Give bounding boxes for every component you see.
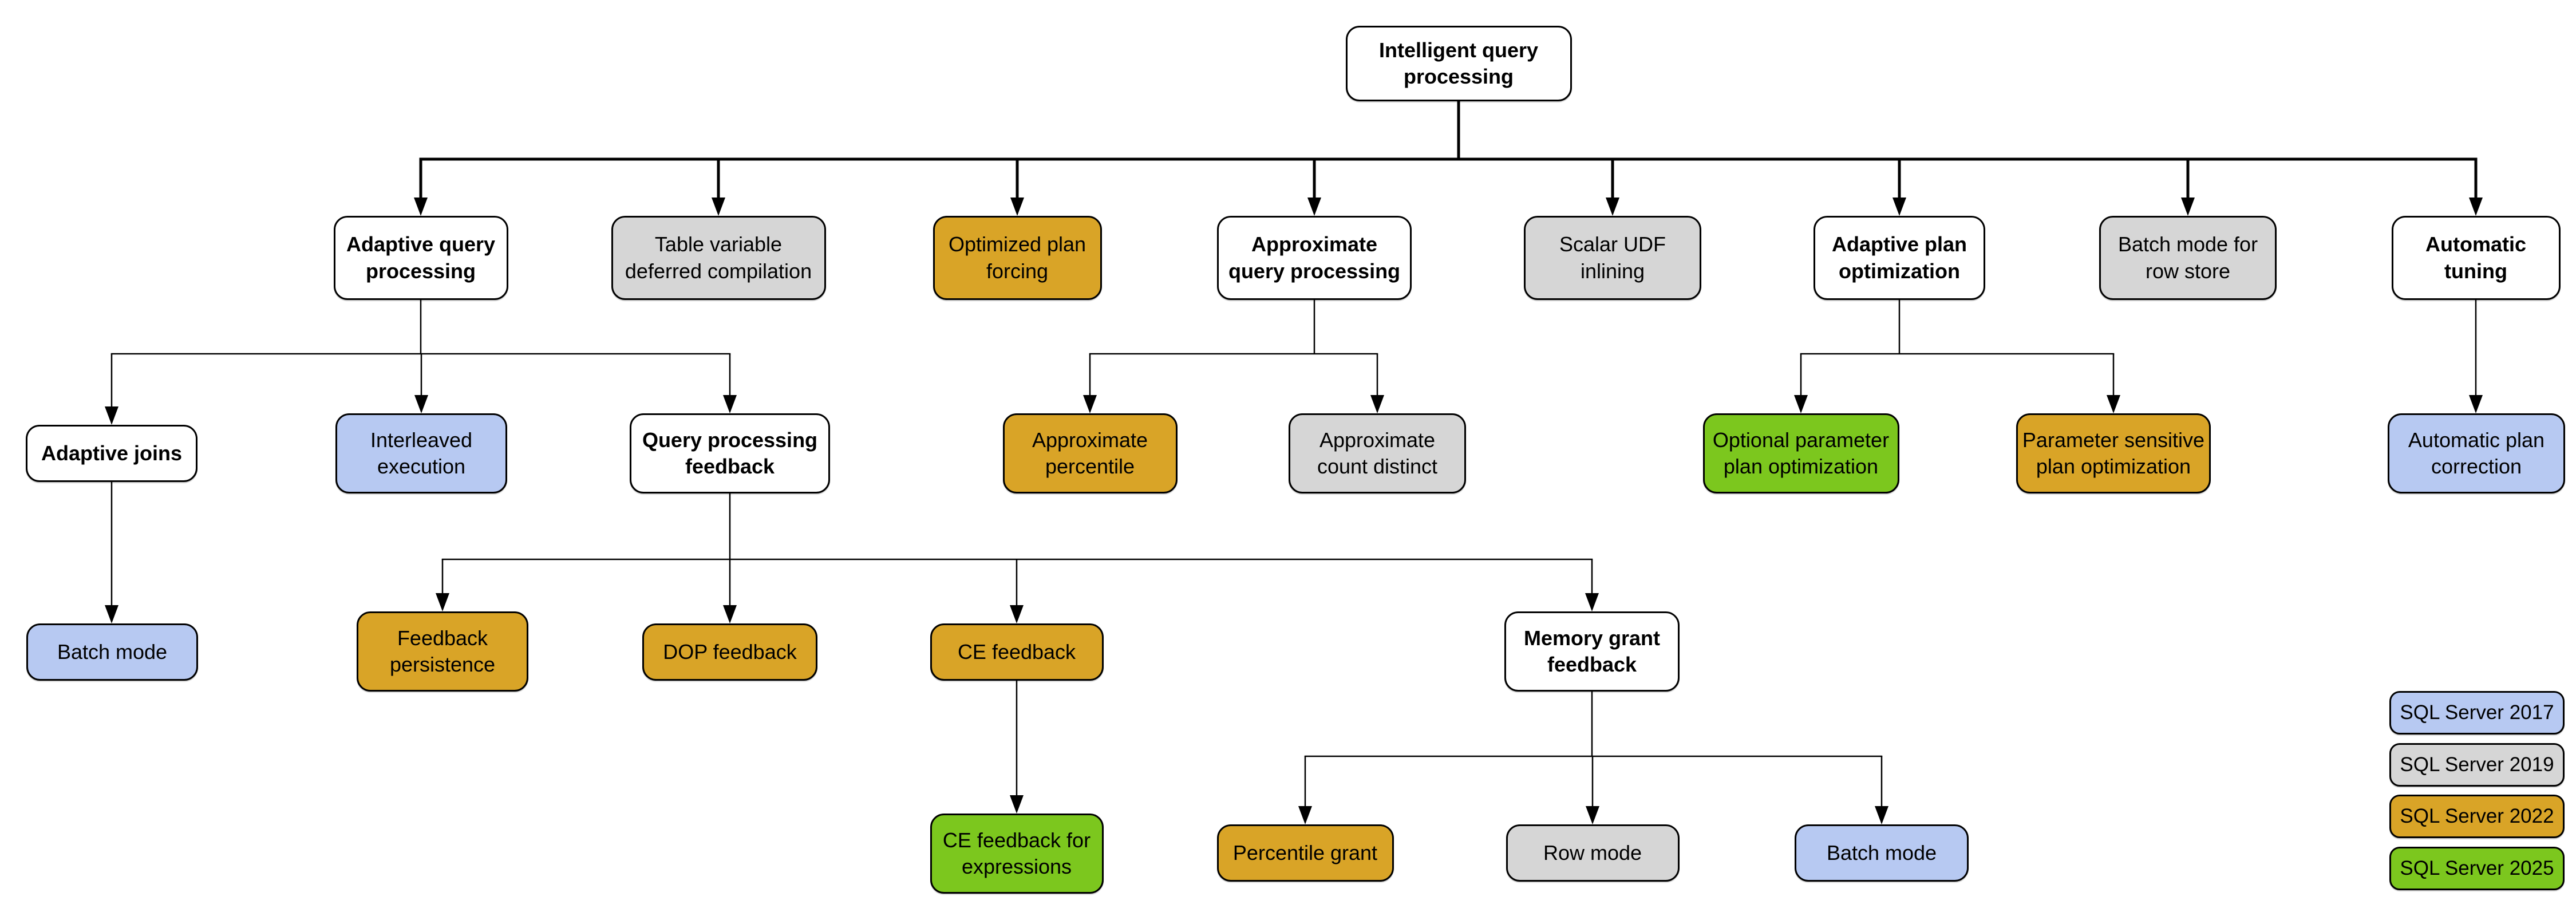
node-bmrs: Batch mode for row store	[2099, 216, 2277, 300]
node-pg: Percentile grant	[1216, 824, 1394, 882]
arrowhead	[1606, 198, 1619, 216]
node-aper: Approximate percentile	[1002, 413, 1178, 493]
connector-mgf-branch	[1298, 692, 1888, 824]
node-aqpr: Approximate query processing	[1217, 216, 1412, 300]
node-apo: Adaptive plan optimization	[1814, 216, 1985, 300]
node-opf: Optimized plan forcing	[933, 216, 1102, 300]
node-dopf: DOP feedback	[642, 623, 817, 681]
node-tvdc: Table variable deferred compilation	[611, 216, 826, 300]
connector-aqp-branch	[105, 300, 737, 425]
node-aqp: Adaptive query processing	[333, 216, 508, 300]
node-cefb: CE feedback	[930, 623, 1104, 681]
arrowhead	[1010, 795, 1024, 814]
connector-autotune-link	[2469, 300, 2483, 413]
node-cefe: CE feedback for expressions	[930, 814, 1104, 894]
node-qpf: Query processing feedback	[630, 413, 830, 493]
arrowhead	[1010, 198, 1024, 216]
arrowhead	[1585, 593, 1599, 611]
arrowhead	[1794, 395, 1808, 413]
arrowhead	[1010, 605, 1024, 623]
arrowhead	[414, 198, 428, 216]
arrowhead	[712, 198, 725, 216]
node-atun: Automatic tuning	[2391, 216, 2561, 300]
node-fp: Feedback persistence	[357, 611, 528, 692]
arrowhead	[1298, 806, 1312, 824]
arrowhead	[2107, 395, 2120, 413]
arrowhead	[414, 395, 428, 413]
connector-approx-branch	[1083, 300, 1384, 413]
node-bm1: Batch mode	[26, 623, 198, 681]
arrowhead	[1083, 395, 1097, 413]
arrowhead	[723, 395, 737, 413]
node-sudf: Scalar UDF inlining	[1524, 216, 1701, 300]
connector-apo-branch	[1794, 300, 2120, 413]
node-aj: Adaptive joins	[26, 425, 197, 482]
arrowhead	[1893, 198, 1906, 216]
node-rm: Row mode	[1506, 824, 1680, 882]
arrowhead	[2469, 198, 2483, 216]
arrowhead	[1370, 395, 1384, 413]
node-mgf: Memory grant feedback	[1504, 611, 1680, 692]
node-apc: Automatic plan correction	[2388, 413, 2565, 493]
node-root: Intelligent query processing	[1345, 26, 1572, 101]
legend-item-sql-server-2017: SQL Server 2017	[2389, 691, 2565, 735]
node-pspo: Parameter sensitive plan optimization	[2016, 413, 2211, 493]
connector-root-branch	[414, 101, 2483, 216]
arrowhead	[723, 605, 737, 623]
arrowhead	[2469, 395, 2483, 413]
connector-qpf-branch	[436, 493, 1599, 623]
connector-cef-link	[1010, 681, 1024, 814]
arrowhead	[1307, 198, 1321, 216]
node-acd: Approximate count distinct	[1289, 413, 1466, 493]
legend-item-sql-server-2019: SQL Server 2019	[2389, 743, 2565, 787]
node-ie: Interleaved execution	[335, 413, 507, 493]
node-oppo: Optional parameter plan optimization	[1702, 413, 1899, 493]
legend-item-sql-server-2025: SQL Server 2025	[2389, 847, 2565, 890]
arrowhead	[1875, 806, 1888, 824]
arrowhead	[105, 605, 118, 623]
node-bm2: Batch mode	[1795, 824, 1969, 882]
arrowhead	[2181, 198, 2195, 216]
connector-ajoins-link	[105, 482, 118, 623]
arrowhead	[1586, 806, 1599, 824]
arrowhead	[436, 593, 449, 611]
legend-item-sql-server-2022: SQL Server 2022	[2389, 795, 2565, 838]
arrowhead	[105, 406, 118, 425]
